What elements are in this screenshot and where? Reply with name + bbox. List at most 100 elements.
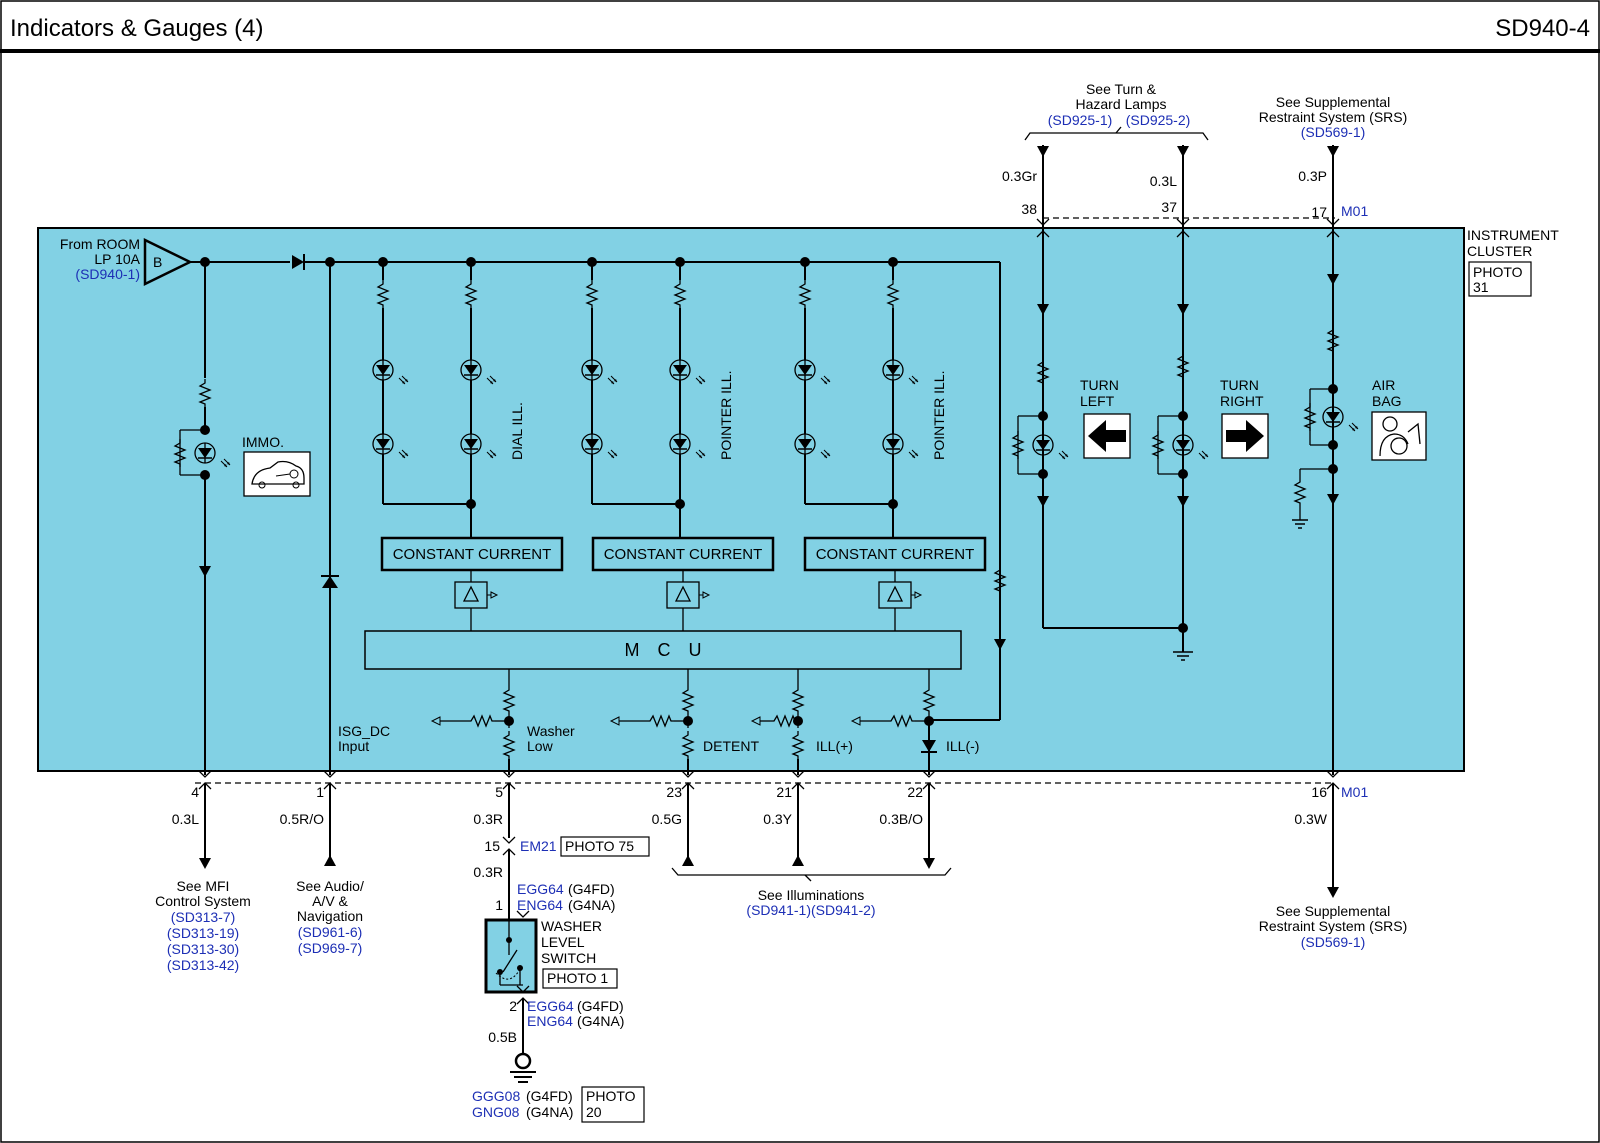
pointer-ill-label-2: POINTER ILL. xyxy=(931,371,947,460)
washer-egg-top[interactable]: EGG64 xyxy=(517,881,564,897)
ground-ggg[interactable]: GGG08 xyxy=(472,1088,520,1104)
bottom-pin-1: 1 xyxy=(316,784,324,800)
audio-ref-2[interactable]: (SD969-7) xyxy=(298,940,363,956)
ground-icon xyxy=(510,1052,536,1083)
bottom-pin-21: 21 xyxy=(776,784,792,800)
power-b-label: B xyxy=(153,254,162,270)
constant-current-box-1 xyxy=(380,536,564,572)
mfi-title-2: Control System xyxy=(155,893,251,909)
mfi-title-1: See MFI xyxy=(177,878,230,894)
bottom-wire-22: 0.3B/O xyxy=(879,811,923,827)
cluster-photo-box xyxy=(1468,261,1532,297)
bottom-wire-16: 0.3W xyxy=(1294,811,1327,827)
washer-pin-2: 2 xyxy=(509,998,517,1014)
isg-label-2: Input xyxy=(338,738,369,754)
washer-switch-label-2: LEVEL xyxy=(541,934,585,950)
turn-circuits xyxy=(1012,145,1209,661)
ill-minus-label: ILL(-) xyxy=(946,738,979,754)
washer-g4fd-bot: (G4FD) xyxy=(577,998,624,1014)
bottom-pin-16: 16 xyxy=(1311,784,1327,800)
ground-ggg-variant: (G4FD) xyxy=(526,1088,573,1104)
mfi-ref-2[interactable]: (SD313-19) xyxy=(167,925,239,941)
washer-g4na-top: (G4NA) xyxy=(568,897,615,913)
washer-eng-bot[interactable]: ENG64 xyxy=(527,1013,573,1029)
cc-label-2: CONSTANT CURRENT xyxy=(604,546,763,563)
power-ref: (SD940-1) xyxy=(75,266,140,282)
bottom-wire-23: 0.5G xyxy=(652,811,682,827)
em21-connector[interactable]: EM21 xyxy=(520,838,557,854)
washer-switch-label-3: SWITCH xyxy=(541,950,596,966)
bottom-srs-ref[interactable]: (SD569-1) xyxy=(1301,934,1366,950)
led-columns xyxy=(372,262,919,538)
top-turn-ref-2[interactable]: (SD925-2) xyxy=(1126,112,1191,128)
cluster-photo-1: PHOTO xyxy=(1473,264,1523,280)
power-from-2: LP 10A xyxy=(94,251,140,267)
top-turn-title-1: See Turn & xyxy=(1086,81,1157,97)
washer-pin-1: 1 xyxy=(495,897,503,913)
pointer-ill-label-1: POINTER ILL. xyxy=(718,371,734,460)
power-from-1: From ROOM xyxy=(60,236,140,252)
top-wire-38: 0.3Gr xyxy=(1002,168,1037,184)
mfi-ref-1[interactable]: (SD313-7) xyxy=(171,909,236,925)
washer-g4fd-top: (G4FD) xyxy=(568,881,615,897)
turn-right-label-2: RIGHT xyxy=(1220,393,1264,409)
ground-gng-variant: (G4NA) xyxy=(526,1104,573,1120)
top-pin-38: 38 xyxy=(1021,201,1037,217)
ground-photo-box xyxy=(581,1086,645,1123)
top-turn-title-2: Hazard Lamps xyxy=(1075,96,1166,112)
top-wire-37: 0.3L xyxy=(1150,173,1177,189)
top-connector-m01[interactable]: M01 xyxy=(1341,203,1368,219)
bottom-pin-23: 23 xyxy=(666,784,682,800)
detent-label: DETENT xyxy=(703,738,759,754)
cc-label-1: CONSTANT CURRENT xyxy=(393,546,552,563)
cluster-photo-2: 31 xyxy=(1473,279,1489,295)
immo-label: IMMO. xyxy=(242,434,284,450)
bottom-srs-title-1: See Supplemental xyxy=(1276,903,1390,919)
mcu-outputs xyxy=(430,669,937,775)
washer-switch-photo: PHOTO 1 xyxy=(547,970,608,986)
bottom-pin-22: 22 xyxy=(907,784,923,800)
washer-level-switch-icon xyxy=(484,910,538,1005)
washer-wire-mid: 0.3R xyxy=(473,864,503,880)
audio-title-3: Navigation xyxy=(297,908,363,924)
top-pin-17: 17 xyxy=(1311,204,1327,220)
airbag-person-icon xyxy=(1371,411,1427,461)
turn-right-label-1: TURN xyxy=(1220,377,1259,393)
bottom-wires xyxy=(198,770,1339,920)
washer-eng-top[interactable]: ENG64 xyxy=(517,897,563,913)
washer-switch-photo-box xyxy=(542,968,618,989)
bottom-pin-4: 4 xyxy=(191,784,199,800)
ground-gng[interactable]: GNG08 xyxy=(472,1104,520,1120)
airbag-label-2: BAG xyxy=(1372,393,1402,409)
em21-photo: PHOTO 75 xyxy=(565,838,634,854)
illum-ref[interactable]: (SD941-1)(SD941-2) xyxy=(746,902,875,918)
bottom-srs-title-2: Restraint System (SRS) xyxy=(1259,918,1408,934)
washer-switch-label-1: WASHER xyxy=(541,918,602,934)
bottom-connector-m01[interactable]: M01 xyxy=(1341,784,1368,800)
mfi-ref-4[interactable]: (SD313-42) xyxy=(167,957,239,973)
cc-label-3: CONSTANT CURRENT xyxy=(816,546,975,563)
top-srs-title-2: Restraint System (SRS) xyxy=(1259,109,1408,125)
mfi-ref-3[interactable]: (SD313-30) xyxy=(167,941,239,957)
cluster-label-1: INSTRUMENT xyxy=(1467,227,1559,243)
top-pin-37: 37 xyxy=(1161,199,1177,215)
top-srs-ref[interactable]: (SD569-1) xyxy=(1301,124,1366,140)
dial-ill-label: DIAL ILL. xyxy=(509,402,525,460)
em21-pin: 15 xyxy=(484,838,500,854)
turn-right-arrow-icon xyxy=(1221,413,1269,459)
top-turn-ref-1[interactable]: (SD925-1) xyxy=(1048,112,1113,128)
ground-photo-1: PHOTO xyxy=(586,1088,636,1104)
top-wire-17: 0.3P xyxy=(1298,168,1327,184)
audio-ref-1[interactable]: (SD961-6) xyxy=(298,924,363,940)
washer-low-label-2: Low xyxy=(527,738,554,754)
audio-title-1: See Audio/ xyxy=(296,878,364,894)
airbag-circuit xyxy=(1292,145,1359,790)
mcu-box xyxy=(364,630,962,670)
washer-egg-bot[interactable]: EGG64 xyxy=(527,998,574,1014)
power-b-terminal xyxy=(143,237,193,287)
bottom-pin-5: 5 xyxy=(495,784,503,800)
washer-g4na-bot: (G4NA) xyxy=(577,1013,624,1029)
immobilizer-car-key-icon xyxy=(243,451,311,497)
audio-title-2: A/V & xyxy=(312,893,348,909)
